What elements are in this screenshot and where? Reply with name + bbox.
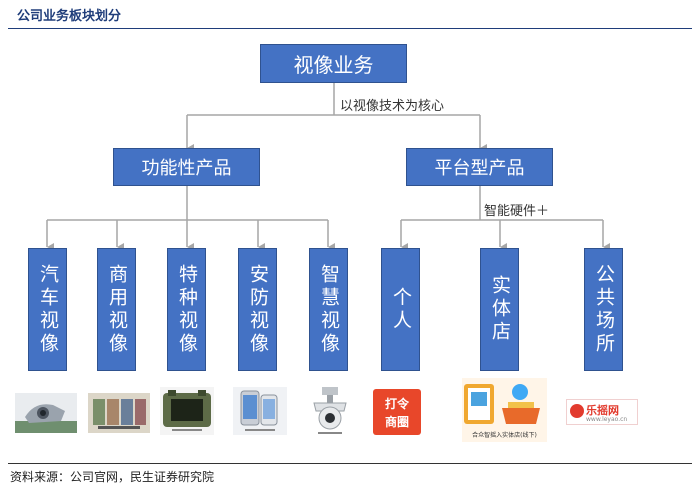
platform-note: 智能硬件＋ [482,200,552,219]
automotive-camera-image [15,393,77,433]
leyao-url-text: www.leyao.cn [586,416,628,423]
leaf-public-place: 公共场所 [584,248,623,371]
leaf-special-video: 特种视像 [167,248,206,371]
physical-store-caption: 合众智摇入实体店(线下) [472,432,537,439]
leaf-physical-store: 实体店 [480,248,519,371]
footer-divider [8,463,692,464]
special-rugged-device-image [160,387,214,435]
category-functional-products: 功能性产品 [113,148,260,186]
physical-store-image: 合众智摇入实体店(线下) [462,378,547,442]
footer-source: 资料来源：公司官网，民生证券研究院 [10,470,215,484]
category-platform-products: 平台型产品 [406,148,553,186]
leyao-logo-mark [570,404,584,418]
header-title: 公司业务板块划分 [17,9,122,24]
daling-shangquan-logo: 打令 商圈 [373,389,421,435]
leaf-security-video: 安防视像 [238,248,277,371]
daling-logo-line1: 打令 [384,397,409,411]
root-node-video-business: 视像业务 [260,44,407,83]
leyao-logo: 乐摇网 www.leyao.cn [566,399,638,425]
leaf-automotive-video: 汽车视像 [28,248,67,371]
commercial-display-image [88,393,150,433]
leyao-brand-text: 乐摇网 [586,404,619,417]
daling-logo-line2: 商圈 [384,415,409,429]
root-note: 以视像技术为核心 [338,95,447,114]
header-divider [8,28,692,29]
leaf-personal: 个人 [381,248,420,371]
leaf-smart-video: 智慧视像 [309,248,348,371]
leaf-commercial-video: 商用视像 [97,248,136,371]
smart-dome-camera-image [306,385,354,437]
security-phone-image [233,387,287,435]
